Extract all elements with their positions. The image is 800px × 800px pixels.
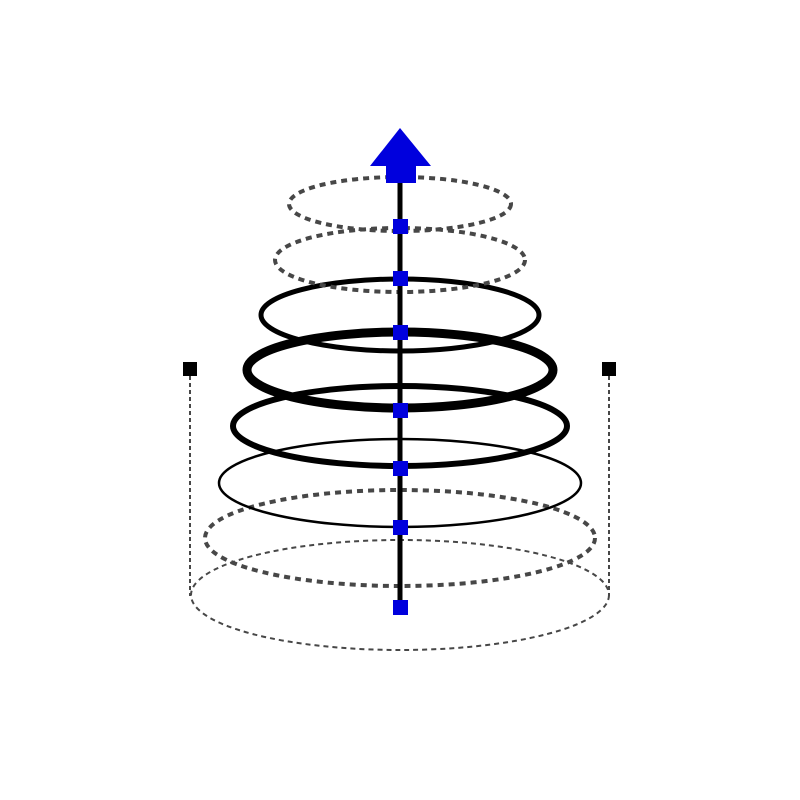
right-handle[interactable] <box>602 362 616 376</box>
axis-marker-5[interactable] <box>393 461 408 476</box>
axis-marker-1[interactable] <box>393 219 408 234</box>
arrow-shaft[interactable] <box>386 164 416 183</box>
left-handle[interactable] <box>183 362 197 376</box>
axis-marker-6[interactable] <box>393 520 408 535</box>
axis-marker-7[interactable] <box>393 600 408 615</box>
ring-7 <box>203 488 597 588</box>
axis-marker-4[interactable] <box>393 403 408 418</box>
axis-marker-3[interactable] <box>393 325 408 340</box>
axis-marker-2[interactable] <box>393 271 408 286</box>
axis-markers <box>393 219 408 615</box>
up-arrow-icon[interactable] <box>370 128 431 166</box>
